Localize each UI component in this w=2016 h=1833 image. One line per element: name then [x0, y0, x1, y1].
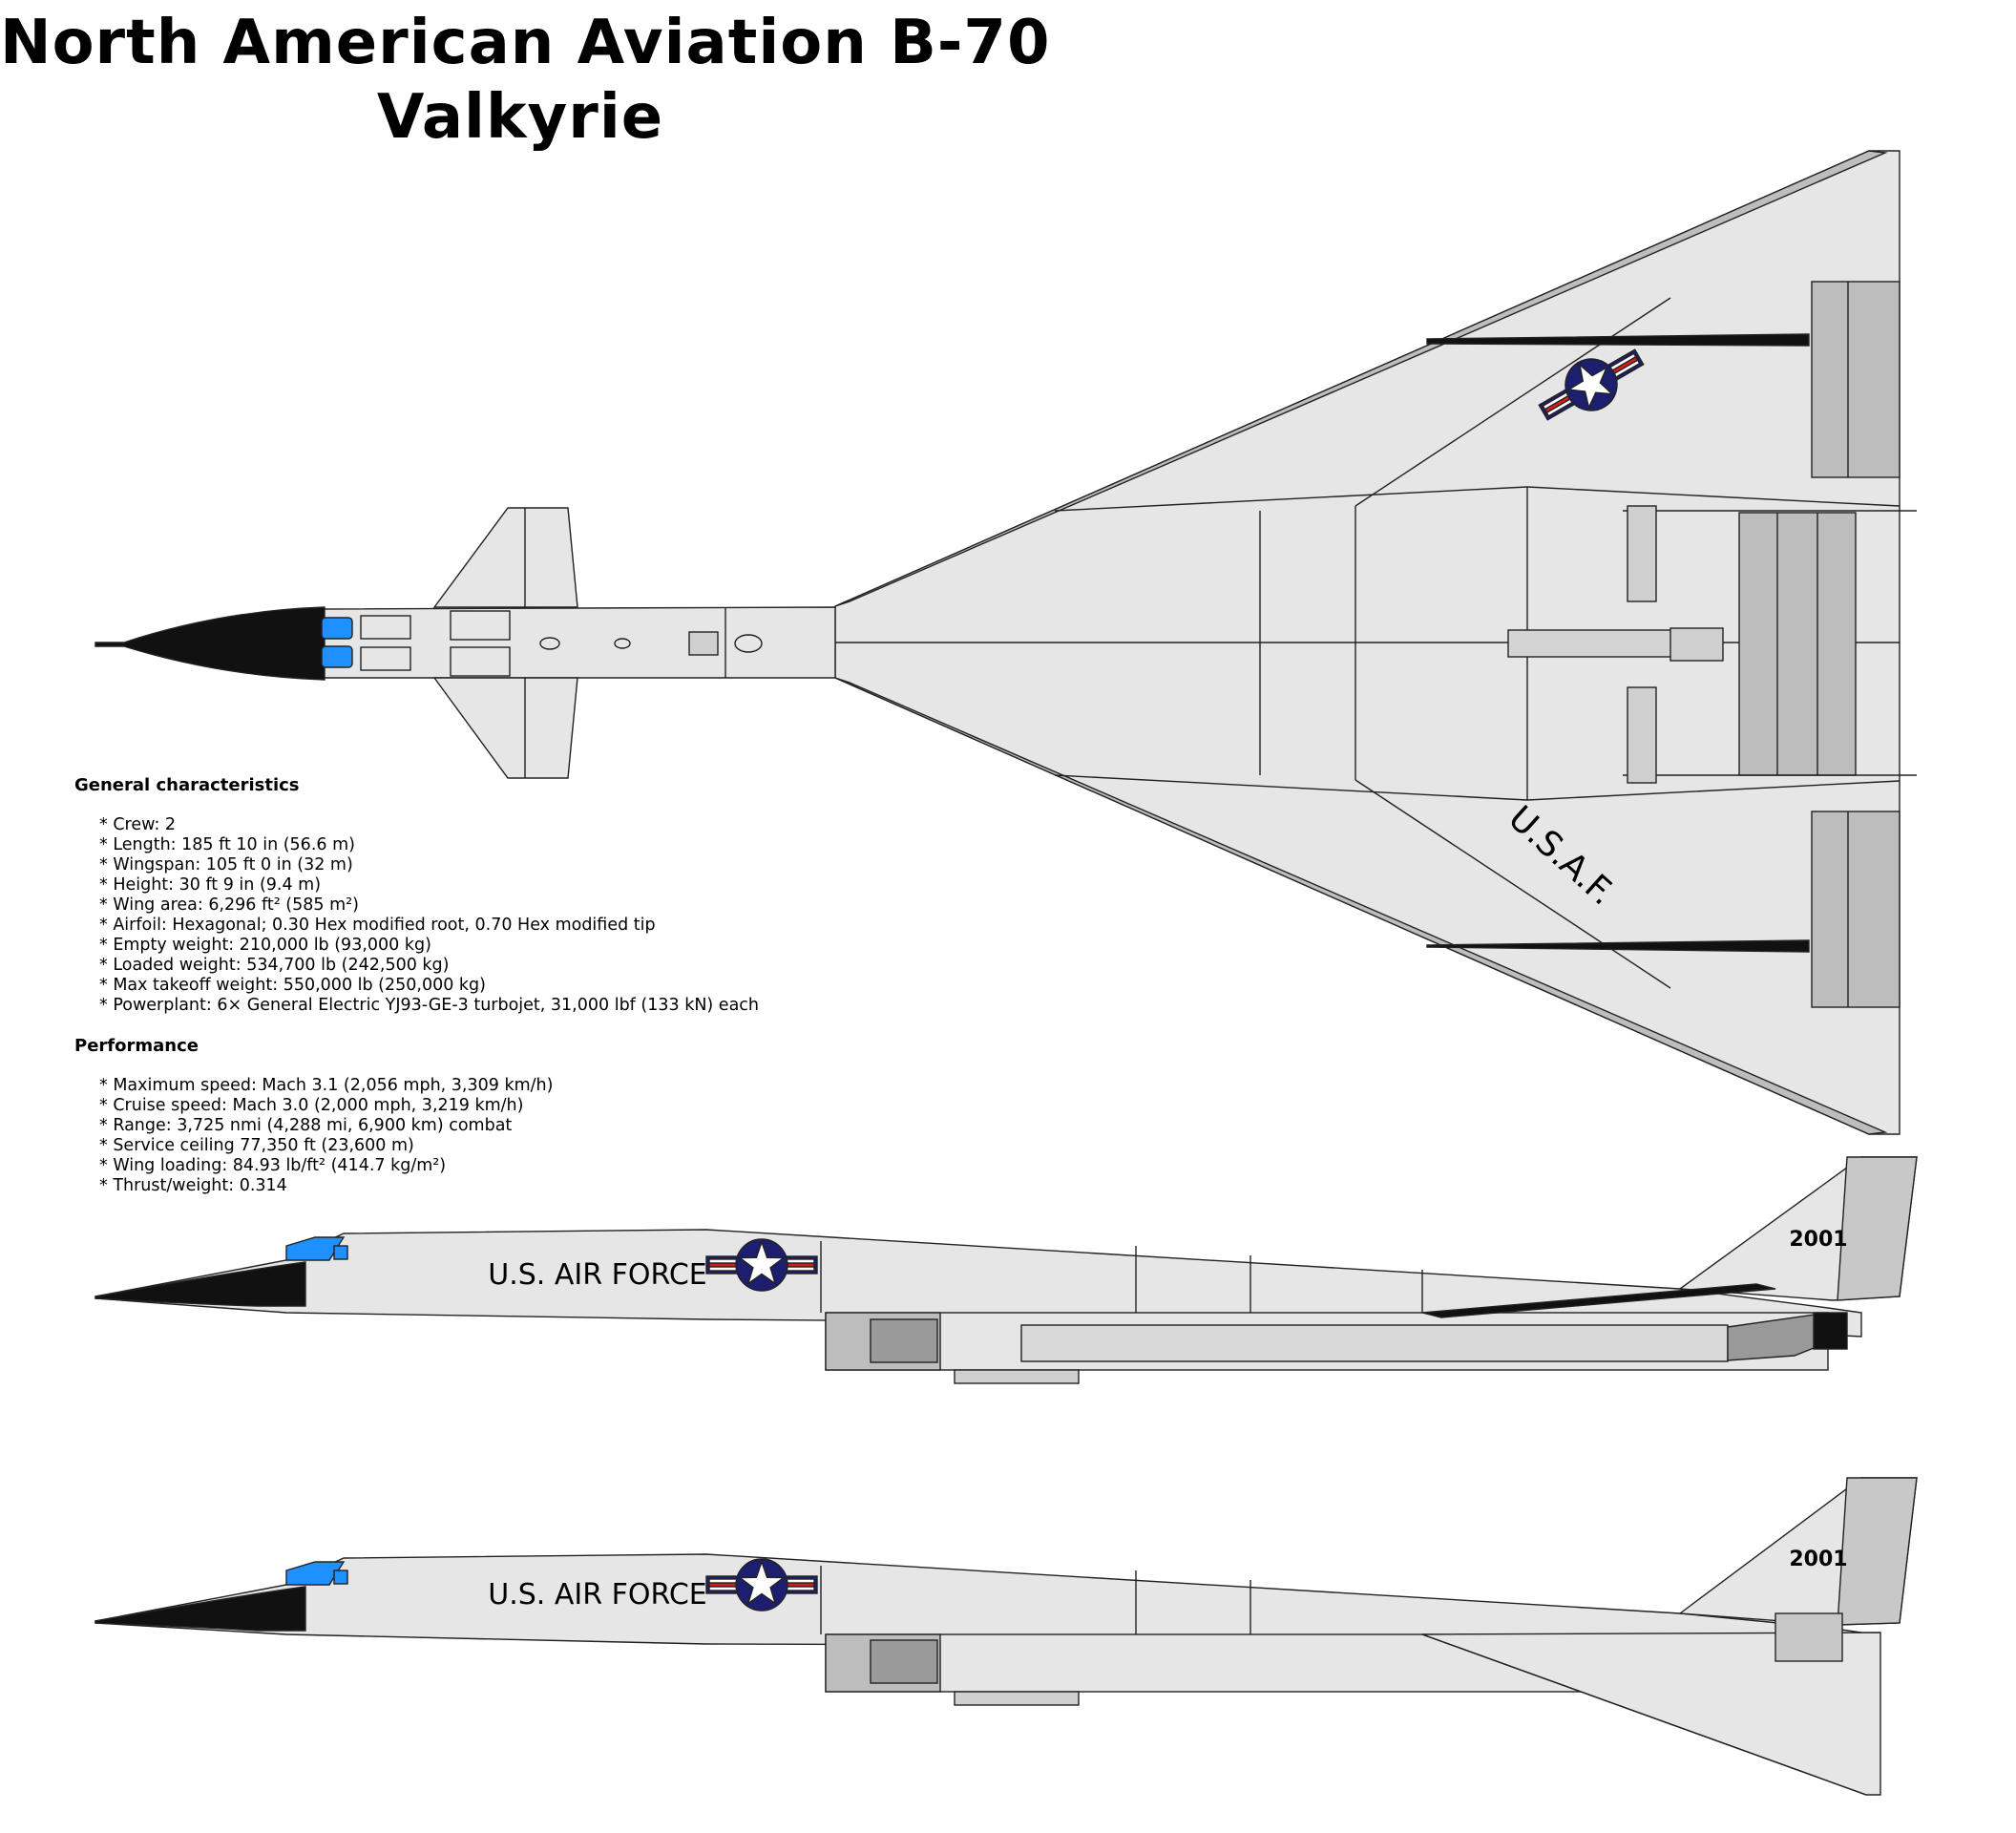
general-item: * Empty weight: 210,000 lb (93,000 kg) [99, 936, 431, 955]
specifications: General characteristics * Crew: 2* Lengt… [74, 775, 857, 1216]
performance-item: * Thrust/weight: 0.314 [99, 1176, 287, 1195]
side-fuselage-1 [94, 1229, 1862, 1338]
performance-item: * Service ceiling 77,350 ft (23,600 m) [99, 1136, 414, 1155]
nose-top [94, 606, 326, 681]
performance-item: * Maximum speed: Mach 3.1 (2,056 mph, 3,… [99, 1076, 554, 1095]
general-item: * Wing area: 6,296 ft² (585 m²) [99, 895, 359, 915]
tail-number-1: 2001 [1789, 1228, 1847, 1252]
general-characteristics-heading: General characteristics [74, 775, 300, 795]
side-view-2 [94, 1477, 1918, 1796]
performance-item: * Wing loading: 84.93 lb/ft² (414.7 kg/m… [99, 1156, 447, 1175]
air-force-marking-1: U.S. AIR FORCE [488, 1258, 706, 1292]
performance-heading: Performance [74, 1036, 199, 1056]
general-item: * Powerplant: 6× General Electric YJ93-G… [99, 996, 760, 1015]
general-characteristics-list: * Crew: 2* Length: 185 ft 10 in (56.6 m)… [74, 815, 857, 1016]
performance-item: * Range: 3,725 nmi (4,288 mi, 6,900 km) … [99, 1116, 513, 1135]
title-line1: North American Aviation B-70 [0, 8, 1051, 78]
general-item: * Crew: 2 [99, 815, 177, 834]
performance-list: * Maximum speed: Mach 3.1 (2,056 mph, 3,… [74, 1076, 857, 1196]
top-view [94, 150, 1917, 1135]
tail-number-2: 2001 [1789, 1548, 1847, 1571]
side-view-1 [94, 1156, 1918, 1384]
general-item: * Height: 30 ft 9 in (9.4 m) [99, 875, 322, 895]
title-line2: Valkyrie [376, 82, 664, 153]
air-force-marking-2: U.S. AIR FORCE [488, 1578, 706, 1612]
general-item: * Length: 185 ft 10 in (56.6 m) [99, 835, 355, 854]
general-item: * Loaded weight: 534,700 lb (242,500 kg) [99, 956, 450, 975]
general-item: * Wingspan: 105 ft 0 in (32 m) [99, 855, 353, 874]
general-item: * Max takeoff weight: 550,000 lb (250,00… [99, 976, 486, 995]
performance-item: * Cruise speed: Mach 3.0 (2,000 mph, 3,2… [99, 1096, 524, 1115]
general-item: * Airfoil: Hexagonal; 0.30 Hex modified … [99, 916, 656, 935]
title-block: North American Aviation B-70 Valkyrie [0, 0, 1051, 155]
